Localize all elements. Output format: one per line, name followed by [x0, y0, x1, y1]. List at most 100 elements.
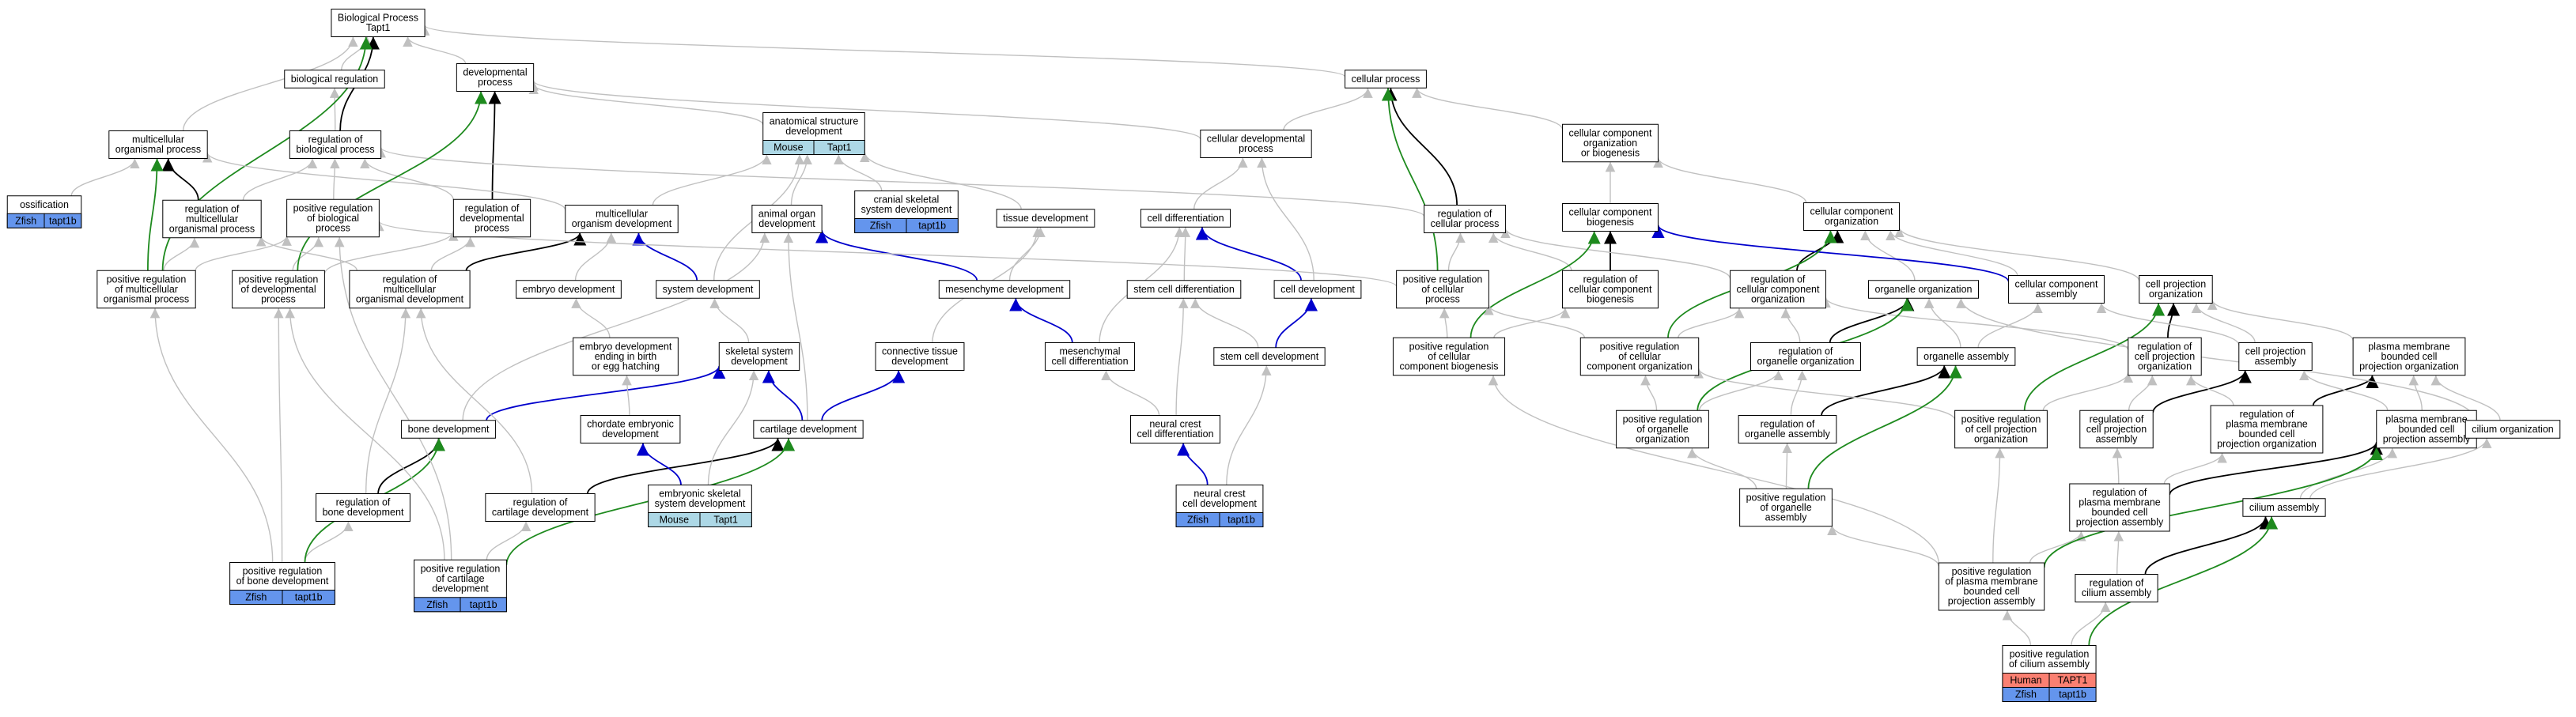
edge-aod-to-asd	[790, 154, 812, 206]
edge-devproc-to-bp	[403, 36, 467, 64]
term-label-line: process	[478, 77, 513, 88]
term-label-line: projection assembly	[2076, 517, 2164, 528]
go-term-organelleorg[interactable]: organelle organization	[1867, 280, 1980, 299]
go-term-celldiff[interactable]: cell differentiation	[1140, 209, 1231, 228]
go-term-sysdev[interactable]: system development	[656, 280, 760, 299]
go-term-breg[interactable]: biological regulation	[284, 70, 385, 89]
term-label-line: assembly	[2036, 289, 2079, 300]
edge-ncdev-to-stemdev	[1226, 365, 1272, 485]
go-term-cellproc[interactable]: cellular process	[1345, 70, 1427, 89]
go-term-stemdiff[interactable]: stem cell differentiation	[1126, 280, 1242, 299]
term-label-line: of biological	[307, 213, 359, 224]
term-label-line: of cell projection	[1965, 424, 2037, 435]
go-term-organelleasm[interactable]: organelle assembly	[1916, 347, 2016, 366]
edge-celldevproc-to-devproc	[528, 80, 1201, 140]
term-box	[2079, 409, 2154, 449]
term-label-line: multicellular	[596, 209, 648, 220]
go-term-cartdev[interactable]: cartilage development	[753, 420, 864, 439]
go-term-ciliumorg[interactable]: cilium organization	[2464, 420, 2561, 439]
go-term-ciliumasm[interactable]: cilium assembly	[2242, 498, 2326, 517]
term-label-line: plasma membrane	[2226, 419, 2308, 430]
go-term-stemdev[interactable]: stem cell development	[1213, 347, 1326, 366]
term-box	[2376, 409, 2477, 449]
term-label-line: cell projection	[2135, 351, 2195, 362]
species-label: tapt1b	[918, 221, 946, 232]
go-term-mesdev[interactable]: mesenchyme development	[938, 280, 1071, 299]
go-term-bonedev[interactable]: bone development	[401, 420, 496, 439]
edge-regccbio-to-regcellproc	[1488, 232, 1572, 271]
term-label-line: of cellular	[1618, 351, 1661, 362]
go-term-embryodev[interactable]: embryo development	[516, 280, 622, 299]
term-label-line: biological regulation	[291, 74, 379, 85]
term-label-line: cellular process	[1352, 74, 1420, 85]
edge-regpmbcpo-to-regcellproj	[2186, 375, 2234, 406]
term-box	[1730, 270, 1826, 309]
term-label-line: positive regulation	[107, 274, 187, 285]
term-box	[1200, 130, 1312, 158]
term-label-line: of cellular	[1421, 284, 1464, 295]
term-box	[1938, 562, 2045, 611]
edge-posregcart-to-cartdev	[505, 438, 796, 565]
go-term-celldev[interactable]: cell development	[1273, 280, 1362, 299]
term-box	[349, 270, 471, 309]
go-term-tissue[interactable]: tissue development	[996, 209, 1095, 228]
term-label-line: cilium assembly	[2082, 587, 2152, 598]
edge-posregcart-to-posregbp	[334, 236, 452, 560]
edge-posregcilasm-to-regcilasm	[2071, 602, 2111, 646]
